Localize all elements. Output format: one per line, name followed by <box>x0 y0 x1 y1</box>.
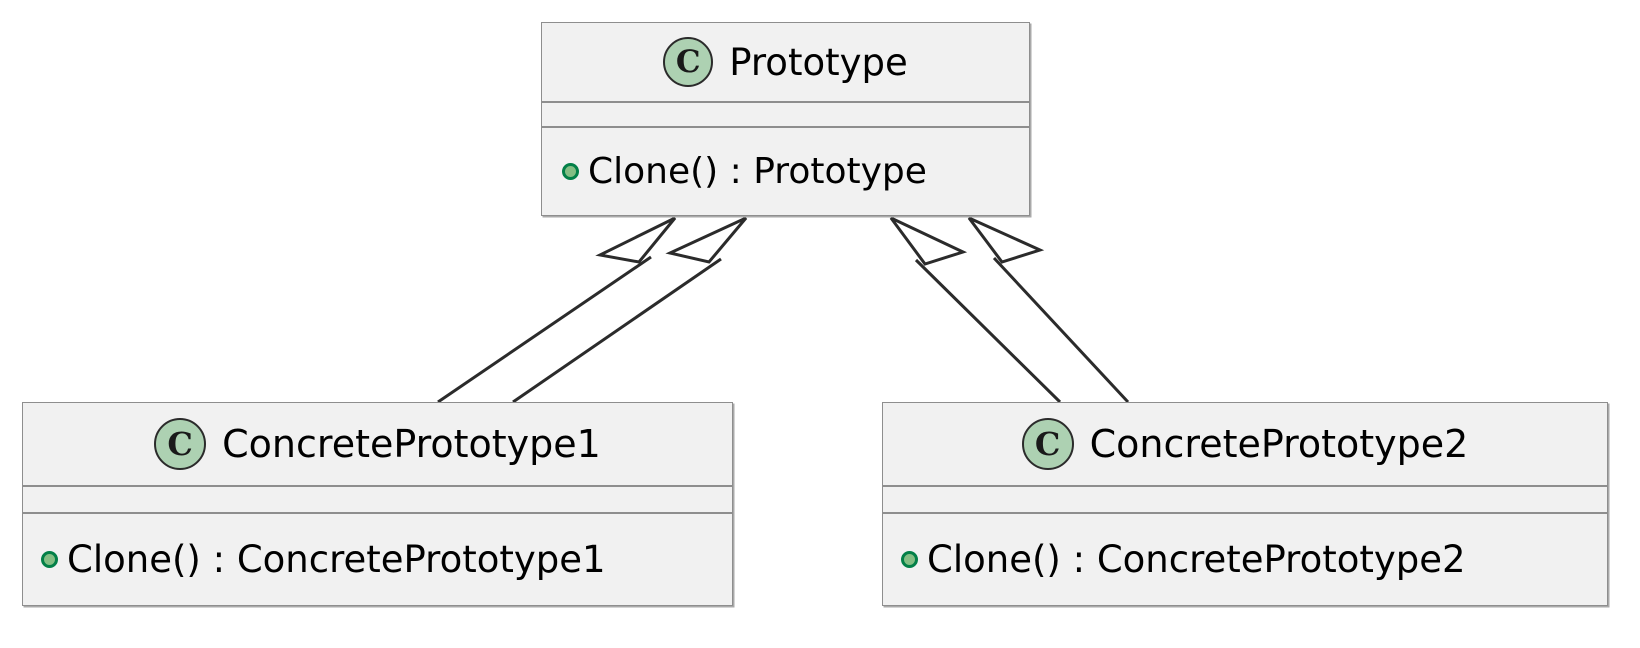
class-name-label: ConcretePrototype1 <box>222 422 601 466</box>
class-header-prototype: C Prototype <box>542 23 1029 103</box>
class-box-prototype[interactable]: C Prototype Clone() : Prototype <box>541 22 1030 216</box>
generalization-edge-concrete1-a <box>437 216 677 404</box>
class-attributes-compartment-prototype <box>542 103 1029 128</box>
method-row[interactable]: Clone() : ConcretePrototype1 <box>41 538 732 581</box>
class-name-label: Prototype <box>729 40 908 84</box>
class-box-concrete-prototype-1[interactable]: C ConcretePrototype1 Clone() : ConcreteP… <box>22 402 733 606</box>
class-methods-compartment-prototype: Clone() : Prototype <box>542 128 1029 215</box>
class-stereotype-icon: C <box>663 37 714 87</box>
class-stereotype-icon: C <box>1021 418 1074 470</box>
class-stereotype-icon: C <box>154 418 207 470</box>
class-header-concrete-prototype-2: C ConcretePrototype2 <box>883 403 1607 487</box>
method-signature-label: Clone() : ConcretePrototype2 <box>927 538 1466 581</box>
visibility-public-icon <box>901 551 918 568</box>
visibility-public-icon <box>41 551 58 568</box>
method-signature-label: Clone() : Prototype <box>588 151 927 192</box>
class-methods-compartment-concrete-prototype-2: Clone() : ConcretePrototype2 <box>883 514 1607 605</box>
class-name-label: ConcretePrototype2 <box>1089 422 1469 466</box>
generalization-edge-concrete2-a <box>889 216 1062 404</box>
class-box-concrete-prototype-2[interactable]: C ConcretePrototype2 Clone() : ConcreteP… <box>882 402 1608 606</box>
method-signature-label: Clone() : ConcretePrototype1 <box>67 538 606 581</box>
generalization-edge-concrete1-b <box>512 216 748 404</box>
class-methods-compartment-concrete-prototype-1: Clone() : ConcretePrototype1 <box>23 514 732 605</box>
class-attributes-compartment-concrete-prototype-2 <box>883 487 1607 514</box>
generalization-edge-concrete2-b <box>967 216 1130 404</box>
visibility-public-icon <box>562 163 579 180</box>
class-header-concrete-prototype-1: C ConcretePrototype1 <box>23 403 732 487</box>
method-row[interactable]: Clone() : Prototype <box>562 151 1029 192</box>
class-attributes-compartment-concrete-prototype-1 <box>23 487 732 514</box>
method-row[interactable]: Clone() : ConcretePrototype2 <box>901 538 1607 581</box>
